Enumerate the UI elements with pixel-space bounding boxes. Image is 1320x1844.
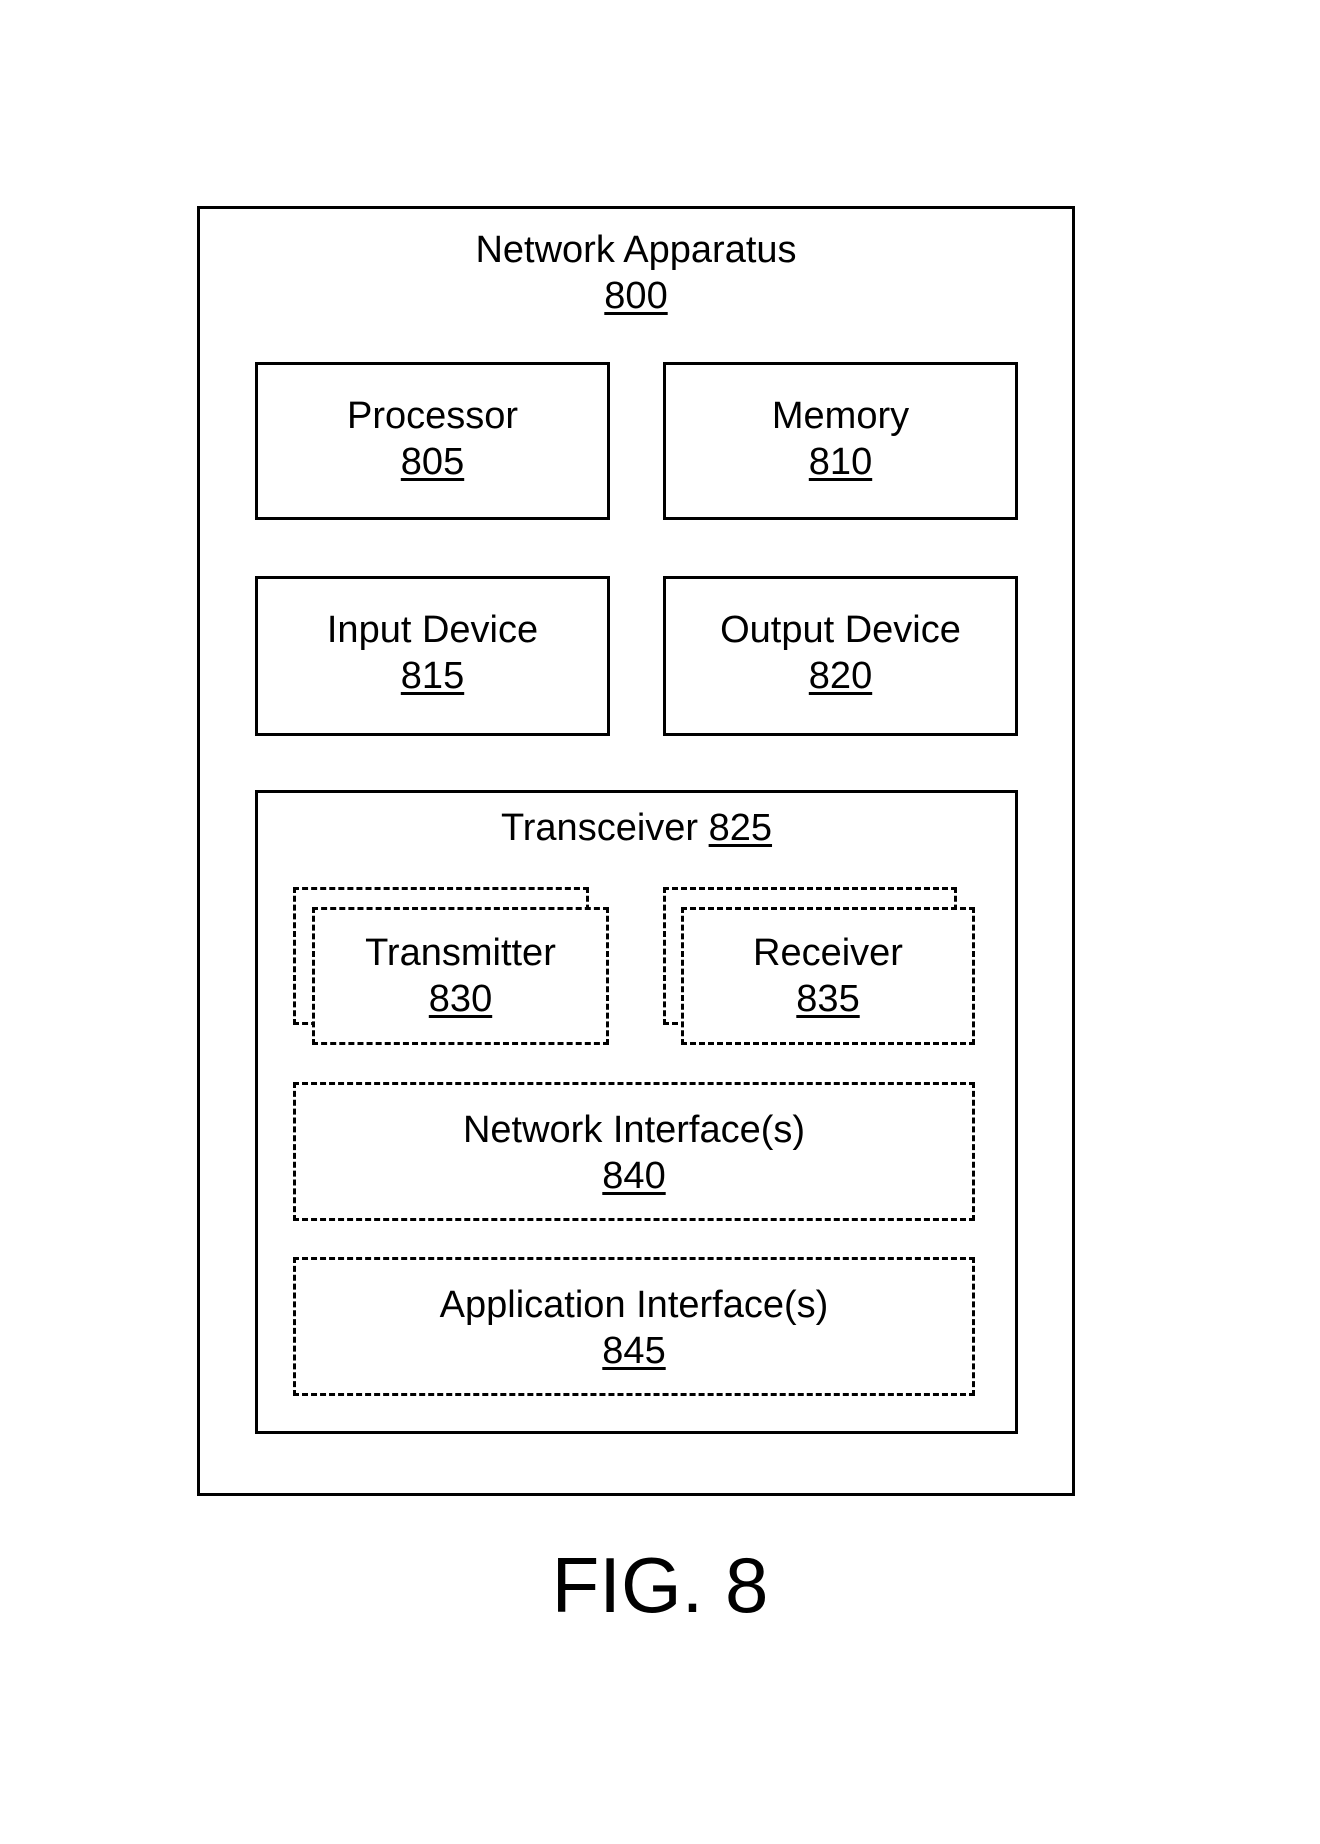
transmitter-box: Transmitter 830 — [312, 907, 609, 1045]
output-device-label: Output Device — [720, 609, 961, 651]
transceiver-label: Transceiver — [500, 807, 699, 849]
application-interface-number: 845 — [602, 1330, 666, 1372]
network-interface-box: Network Interface(s) 840 — [293, 1082, 975, 1221]
input-device-number: 815 — [400, 655, 465, 697]
input-device-box: Input Device 815 — [255, 576, 610, 736]
processor-box: Processor 805 — [255, 362, 610, 520]
network-apparatus-label: Network Apparatus — [475, 229, 797, 271]
application-interface-label: Application Interface(s) — [439, 1284, 829, 1326]
transceiver-box: Transceiver 825 — [255, 790, 1018, 1434]
network-apparatus-box: Network Apparatus 800 — [197, 206, 1075, 1496]
processor-number: 805 — [400, 441, 465, 483]
transmitter-label: Transmitter — [365, 932, 556, 974]
receiver-number: 835 — [796, 978, 860, 1020]
network-interface-label: Network Interface(s) — [462, 1109, 806, 1151]
memory-box: Memory 810 — [663, 362, 1018, 520]
output-device-number: 820 — [808, 655, 873, 697]
receiver-label: Receiver — [753, 932, 903, 974]
processor-label: Processor — [346, 395, 519, 437]
receiver-box: Receiver 835 — [681, 907, 975, 1045]
memory-label: Memory — [771, 395, 910, 437]
output-device-box: Output Device 820 — [663, 576, 1018, 736]
memory-number: 810 — [808, 441, 873, 483]
network-interface-number: 840 — [602, 1155, 666, 1197]
application-interface-box: Application Interface(s) 845 — [293, 1257, 975, 1396]
network-apparatus-number: 800 — [604, 275, 668, 317]
transceiver-number: 825 — [708, 807, 773, 849]
input-device-label: Input Device — [326, 609, 539, 651]
transmitter-number: 830 — [428, 978, 493, 1020]
figure-caption: FIG. 8 — [551, 1541, 769, 1629]
